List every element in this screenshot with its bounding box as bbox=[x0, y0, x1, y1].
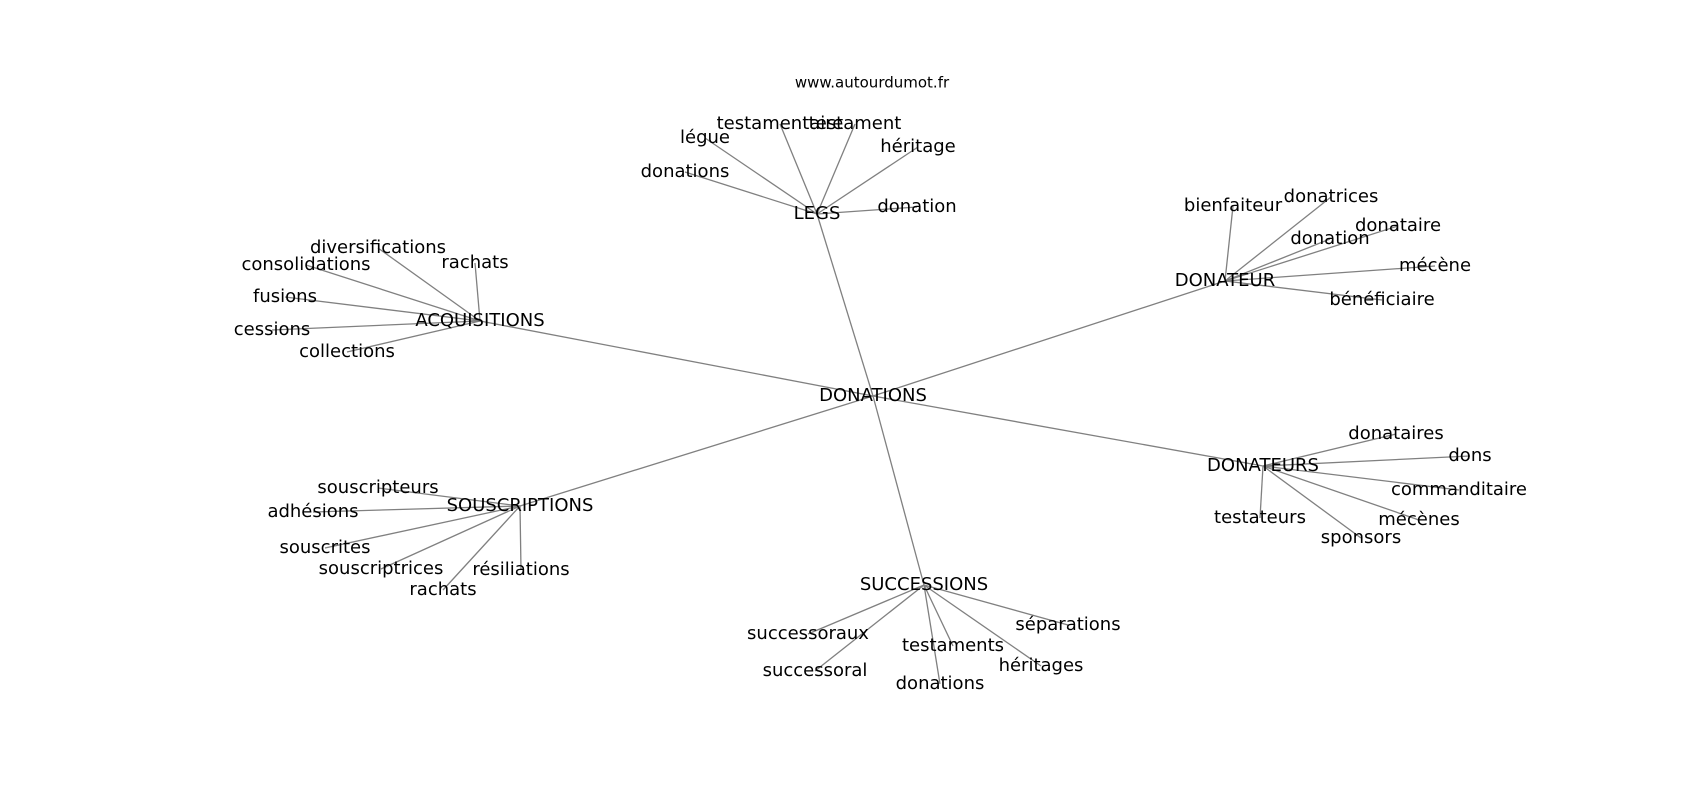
leaf-word[interactable]: donation bbox=[877, 196, 956, 217]
hub-word-donateurs[interactable]: DONATEURS bbox=[1207, 455, 1319, 476]
leaf-word[interactable]: dons bbox=[1448, 445, 1491, 466]
leaf-word[interactable]: collections bbox=[299, 341, 395, 362]
edge-acquisitions-4 bbox=[271, 320, 481, 331]
edge-legs-2 bbox=[704, 137, 818, 215]
leaf-word[interactable]: mécènes bbox=[1378, 509, 1459, 530]
leaf-word[interactable]: diversifications bbox=[310, 237, 446, 258]
leaf-word[interactable]: testamentaire bbox=[717, 113, 844, 134]
edge-souscriptions-4 bbox=[519, 505, 522, 571]
graph-edges bbox=[271, 123, 1471, 685]
edge-center-donateur bbox=[872, 280, 1226, 397]
leaf-word[interactable]: adhésions bbox=[267, 501, 358, 522]
leaf-word[interactable]: donataires bbox=[1348, 423, 1443, 444]
edge-acquisitions-3 bbox=[284, 296, 481, 322]
edge-successions-2 bbox=[923, 584, 954, 647]
leaf-word[interactable]: testament bbox=[809, 113, 902, 134]
edge-center-legs bbox=[816, 213, 874, 397]
edge-donateur-5 bbox=[1224, 280, 1383, 301]
leaf-word[interactable]: souscrites bbox=[280, 537, 371, 558]
edge-successions-0 bbox=[923, 584, 1069, 626]
leaf-word[interactable]: testateurs bbox=[1214, 507, 1306, 528]
edge-legs-5 bbox=[816, 206, 918, 215]
leaf-word[interactable]: fusions bbox=[253, 286, 317, 307]
leaf-word[interactable]: sponsors bbox=[1321, 527, 1401, 548]
edge-center-donateurs bbox=[872, 395, 1264, 467]
edge-acquisitions-1 bbox=[305, 264, 481, 322]
leaf-word[interactable]: successoral bbox=[763, 660, 868, 681]
leaf-word[interactable]: rachats bbox=[409, 579, 476, 600]
edge-successions-5 bbox=[923, 584, 941, 685]
leaf-word[interactable]: testaments bbox=[902, 635, 1004, 656]
edge-successions-4 bbox=[814, 584, 925, 672]
edge-donateurs-5 bbox=[1262, 465, 1362, 539]
hub-word-acquisitions[interactable]: ACQUISITIONS bbox=[415, 310, 544, 331]
edge-acquisitions-0 bbox=[377, 247, 481, 322]
edge-center-souscriptions bbox=[519, 395, 874, 507]
leaf-word[interactable]: consolidations bbox=[241, 254, 370, 275]
hub-word-donateur[interactable]: DONATEUR bbox=[1175, 270, 1275, 291]
edge-donateur-3 bbox=[1224, 225, 1399, 282]
edge-legs-1 bbox=[816, 123, 856, 215]
leaf-word[interactable]: donations bbox=[641, 161, 730, 182]
edge-legs-3 bbox=[816, 146, 919, 215]
edge-donateurs-1 bbox=[1262, 455, 1471, 467]
leaf-word[interactable]: donatrices bbox=[1284, 186, 1379, 207]
edge-donateur-0 bbox=[1224, 205, 1234, 282]
leaf-word[interactable]: successoraux bbox=[747, 623, 869, 644]
hub-word-successions[interactable]: SUCCESSIONS bbox=[860, 574, 988, 595]
edge-souscriptions-3 bbox=[380, 505, 521, 570]
edge-successions-1 bbox=[807, 584, 925, 635]
hub-word-souscriptions[interactable]: SOUSCRIPTIONS bbox=[447, 495, 594, 516]
leaf-word[interactable]: séparations bbox=[1015, 614, 1120, 635]
leaf-word[interactable]: souscripteurs bbox=[317, 477, 438, 498]
leaf-word[interactable]: cessions bbox=[234, 319, 311, 340]
leaf-word[interactable]: souscriptrices bbox=[319, 558, 444, 579]
leaf-word[interactable]: donataire bbox=[1355, 215, 1441, 236]
leaf-word[interactable]: résiliations bbox=[472, 559, 569, 580]
edge-souscriptions-0 bbox=[377, 487, 521, 507]
edge-legs-0 bbox=[779, 123, 818, 215]
edge-legs-4 bbox=[684, 171, 818, 215]
edge-souscriptions-1 bbox=[312, 505, 521, 513]
edge-donateurs-3 bbox=[1259, 465, 1264, 519]
center-word[interactable]: DONATIONS bbox=[819, 385, 927, 406]
leaf-word[interactable]: héritage bbox=[880, 136, 955, 157]
leaf-word[interactable]: commanditaire bbox=[1391, 479, 1527, 500]
edge-center-successions bbox=[872, 395, 925, 586]
source-label[interactable]: www.autourdumot.fr bbox=[795, 74, 950, 92]
edge-souscriptions-2 bbox=[324, 505, 521, 549]
edge-center-acquisitions bbox=[479, 320, 874, 397]
leaf-word[interactable]: donation bbox=[1290, 228, 1369, 249]
edge-donateurs-0 bbox=[1262, 433, 1397, 467]
hub-word-legs[interactable]: LEGS bbox=[794, 203, 841, 224]
edge-acquisitions-2 bbox=[474, 262, 481, 322]
edge-donateur-4 bbox=[1224, 265, 1436, 282]
edge-souscriptions-5 bbox=[442, 505, 521, 591]
edge-donateurs-4 bbox=[1262, 465, 1420, 521]
edge-donateur-2 bbox=[1224, 238, 1331, 282]
edge-successions-3 bbox=[923, 584, 1042, 667]
leaf-word[interactable]: légue bbox=[680, 127, 730, 148]
edge-donateur-1 bbox=[1224, 196, 1332, 282]
edge-acquisitions-5 bbox=[346, 320, 481, 353]
leaf-word[interactable]: héritages bbox=[999, 655, 1084, 676]
leaf-word[interactable]: mécène bbox=[1399, 255, 1471, 276]
leaf-word[interactable]: donations bbox=[896, 673, 985, 694]
edge-donateurs-2 bbox=[1262, 465, 1460, 491]
leaf-word[interactable]: rachats bbox=[441, 252, 508, 273]
leaf-word[interactable]: bienfaiteur bbox=[1184, 195, 1283, 216]
leaf-word[interactable]: bénéficiaire bbox=[1329, 289, 1434, 310]
